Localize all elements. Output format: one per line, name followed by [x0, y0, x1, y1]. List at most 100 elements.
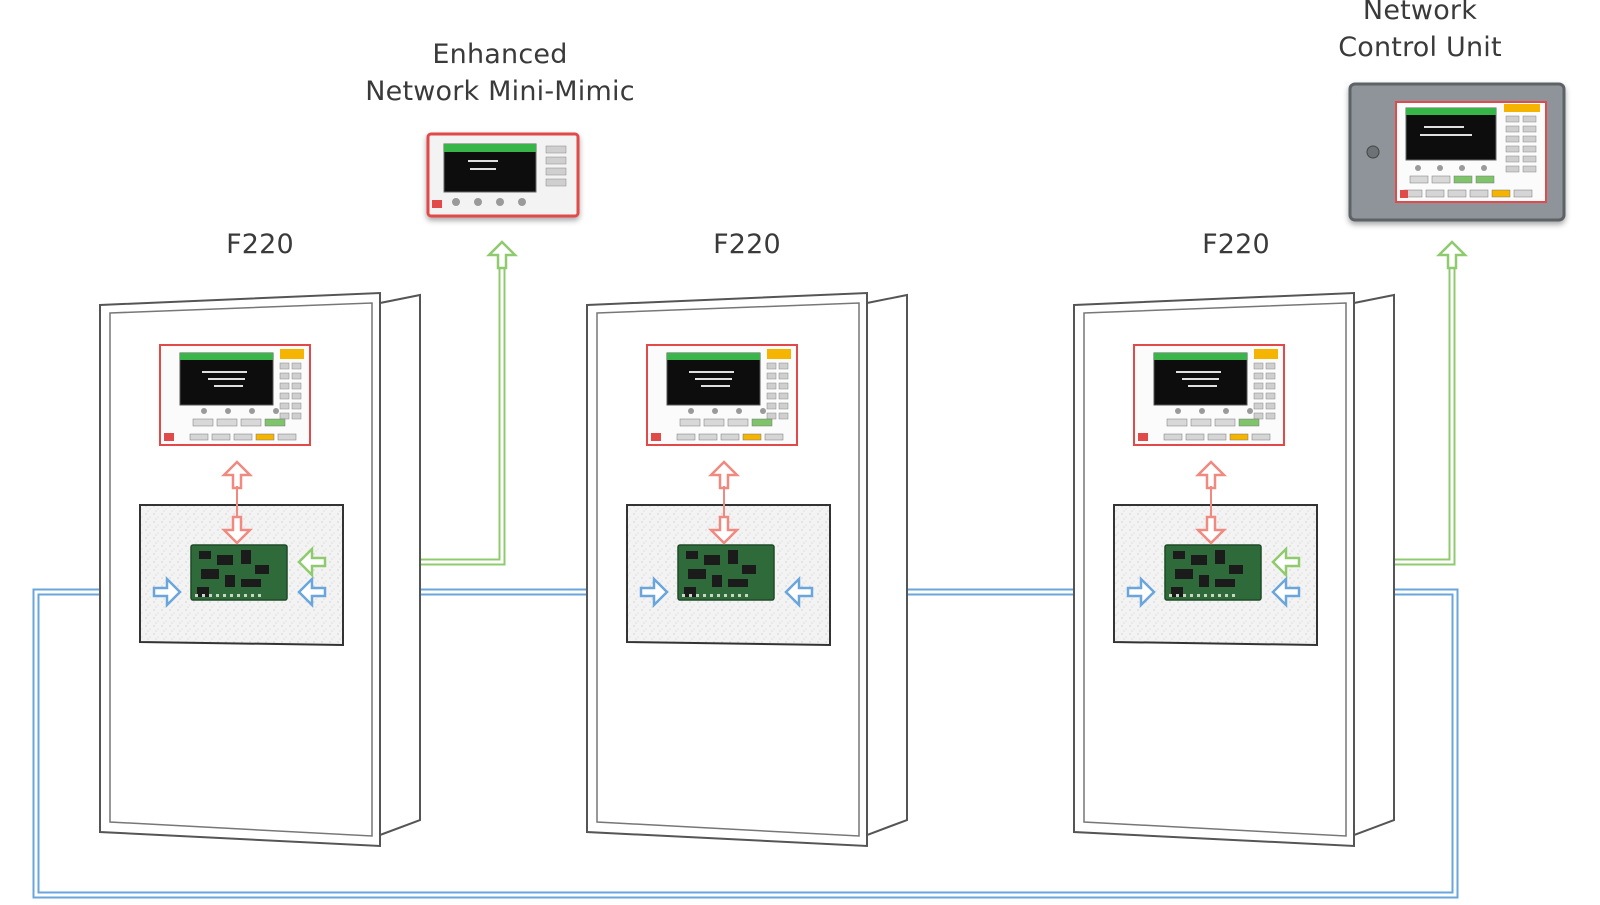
ncu-bottom-button: [1491, 189, 1511, 198]
function-button: [192, 418, 214, 427]
soft-key: [688, 408, 694, 414]
mini-mimic-key: [545, 156, 567, 165]
cabinet-panel-1: [99, 291, 421, 848]
function-button: [1214, 418, 1236, 427]
ncu-bottom-button: [1447, 189, 1467, 198]
brand-logo: [651, 433, 661, 441]
ncu-key: [1505, 135, 1520, 143]
keypad-key: [1253, 372, 1264, 380]
cabinet-panel-2: [586, 291, 908, 848]
panel-display: [646, 344, 798, 446]
mini-mimic-soft-key: [452, 198, 460, 206]
keypad-key: [778, 392, 789, 400]
ncu-function-button: [1409, 175, 1429, 184]
keypad-key: [279, 382, 290, 390]
ncu-soft-key: [1459, 165, 1465, 171]
pcb-pad: [1211, 594, 1214, 597]
pcb-pad: [1232, 594, 1235, 597]
ncu-screen-text: [1424, 126, 1464, 128]
display-screen-text: [1176, 371, 1221, 373]
pcb-pad: [710, 594, 713, 597]
uplink-arrow-network-control-unit: [1435, 240, 1469, 270]
function-button: [751, 418, 773, 427]
network-arrow-in-left: [639, 575, 669, 609]
keypad-accent: [1254, 349, 1278, 359]
bottom-button: [1229, 433, 1249, 441]
function-button: [703, 418, 725, 427]
keypad-key: [778, 382, 789, 390]
keypad-key: [1253, 412, 1264, 420]
keypad-key: [778, 362, 789, 370]
mini-mimic-key: [545, 145, 567, 154]
pcb-pad: [731, 594, 734, 597]
pcb-pad: [696, 594, 699, 597]
pcb-chip: [712, 575, 722, 587]
pcb-pad: [244, 594, 247, 597]
keypad-key: [279, 402, 290, 410]
keypad-key: [766, 362, 777, 370]
network-card: [1164, 544, 1262, 601]
keypad-key: [1265, 412, 1276, 420]
pcb-pad: [216, 594, 219, 597]
ncu-bottom-button: [1469, 189, 1489, 198]
pcb-chip: [1191, 555, 1207, 565]
ncu-bottom-button: [1425, 189, 1445, 198]
ncu-keypad-accent: [1504, 104, 1540, 112]
function-button: [216, 418, 238, 427]
panel-3-label-text: F220: [1202, 229, 1270, 260]
pcb-pad: [1169, 594, 1172, 597]
pcb-pad: [202, 594, 205, 597]
pcb-chip: [199, 551, 211, 559]
ncu-function-button: [1453, 175, 1473, 184]
ncu-key: [1522, 145, 1537, 153]
uplink-arrow-mini-mimic: [485, 240, 519, 270]
cabinet-side: [1353, 293, 1395, 837]
pcb-pad: [223, 594, 226, 597]
function-button: [1190, 418, 1212, 427]
ncu-key: [1522, 165, 1537, 173]
panel-2-label-text: F220: [713, 229, 781, 260]
keypad-key: [778, 412, 789, 420]
pcb-pad: [1218, 594, 1221, 597]
pcb-pad: [724, 594, 727, 597]
pcb-chip: [1175, 569, 1193, 579]
pcb-pad: [717, 594, 720, 597]
keypad-key: [778, 372, 789, 380]
keypad-key: [766, 412, 777, 420]
cabinet-side: [379, 293, 421, 837]
ncu-label-line1: Network: [1362, 0, 1478, 26]
pcb-chip: [684, 587, 696, 597]
ncu-key: [1505, 155, 1520, 163]
network-arrow-in-left: [152, 575, 182, 609]
pcb-chip: [201, 569, 219, 579]
network-loop-return: [32, 588, 1459, 899]
ncu-key: [1522, 155, 1537, 163]
uplink-to-mini-mimic: [408, 250, 506, 566]
network-card: [190, 544, 288, 601]
network-arrow-in-right: [297, 575, 327, 609]
keypad-key: [1253, 402, 1264, 410]
pcb-chip: [1229, 565, 1243, 574]
network-control-unit-label: Network Control Unit: [1290, 0, 1550, 66]
mini-mimic-logo: [432, 200, 442, 208]
panel-display: [1133, 344, 1285, 446]
bottom-button: [1163, 433, 1183, 441]
pcb-pad: [745, 594, 748, 597]
mini-mimic-label-line2: Network Mini-Mimic: [365, 76, 635, 107]
network-card: [677, 544, 775, 601]
pcb-pad: [230, 594, 233, 597]
pcb-pad: [251, 594, 254, 597]
ncu-soft-key: [1481, 165, 1487, 171]
function-button: [727, 418, 749, 427]
network-arrow-in-right: [1271, 575, 1301, 609]
bottom-button: [1185, 433, 1205, 441]
bottom-button: [1207, 433, 1227, 441]
display-screen-bar: [180, 353, 273, 360]
pcb-chip: [1171, 587, 1183, 597]
ncu-screen-bar: [1406, 108, 1496, 115]
bottom-button: [676, 433, 696, 441]
mini-mimic-label: Enhanced Network Mini-Mimic: [330, 36, 670, 110]
ncu-screen-text: [1420, 134, 1472, 136]
soft-key: [1247, 408, 1253, 414]
